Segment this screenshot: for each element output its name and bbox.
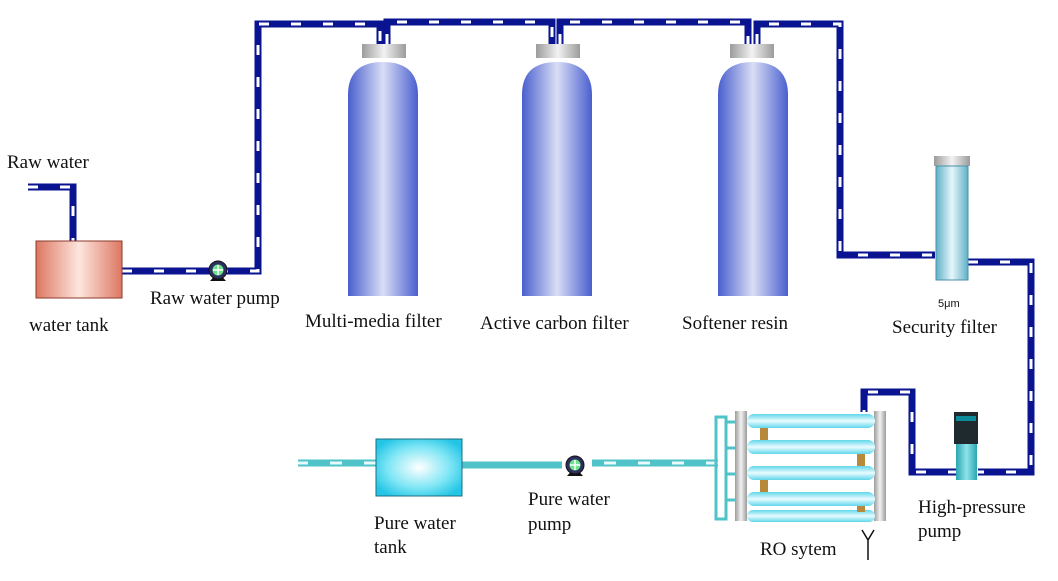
pure-water-pump-label-line1: Pure water <box>528 489 610 510</box>
water-tank-label: water tank <box>29 315 109 336</box>
multi-media-filter-label: Multi-media filter <box>305 311 442 332</box>
hp-pump-to-ro-pipe <box>860 388 958 476</box>
micron-rating-label: 5μm <box>938 298 960 310</box>
ro-system-label: RO sytem <box>760 539 837 560</box>
raw-water-tank <box>35 240 123 299</box>
high-pressure-pump <box>954 412 978 480</box>
softener-resin-vessel <box>718 44 788 296</box>
security-filter-label: Security filter <box>892 317 997 338</box>
product-pipeline <box>298 459 718 469</box>
mmf-to-carbon-pipe <box>383 18 556 44</box>
pure-water-pump <box>565 455 585 476</box>
carbon-to-softener-pipe <box>556 18 752 44</box>
active-carbon-filter-vessel <box>522 44 592 296</box>
pure-water-tank-label-line1: Pure water <box>374 513 456 534</box>
multi-media-filter-vessel <box>348 44 418 296</box>
raw-water-label: Raw water <box>7 152 89 173</box>
ro-membrane-rack <box>714 411 886 560</box>
raw-water-pump-label: Raw water pump <box>150 288 280 309</box>
raw-water-inlet-pipe <box>28 183 77 242</box>
tank-to-pump-pipe <box>122 20 384 275</box>
pure-water-tank <box>375 438 463 497</box>
high-pressure-pump-label-line1: High-pressure <box>918 497 1026 518</box>
softener-resin-label: Softener resin <box>682 313 789 334</box>
pure-water-pump-label-line2: pump <box>528 514 572 535</box>
active-carbon-filter-label: Active carbon filter <box>480 313 629 334</box>
security-filter-housing <box>934 156 970 281</box>
high-pressure-pump-label-line2: pump <box>918 521 962 542</box>
pure-water-tank-label-line2: tank <box>374 537 407 558</box>
raw-water-pump <box>208 260 228 281</box>
